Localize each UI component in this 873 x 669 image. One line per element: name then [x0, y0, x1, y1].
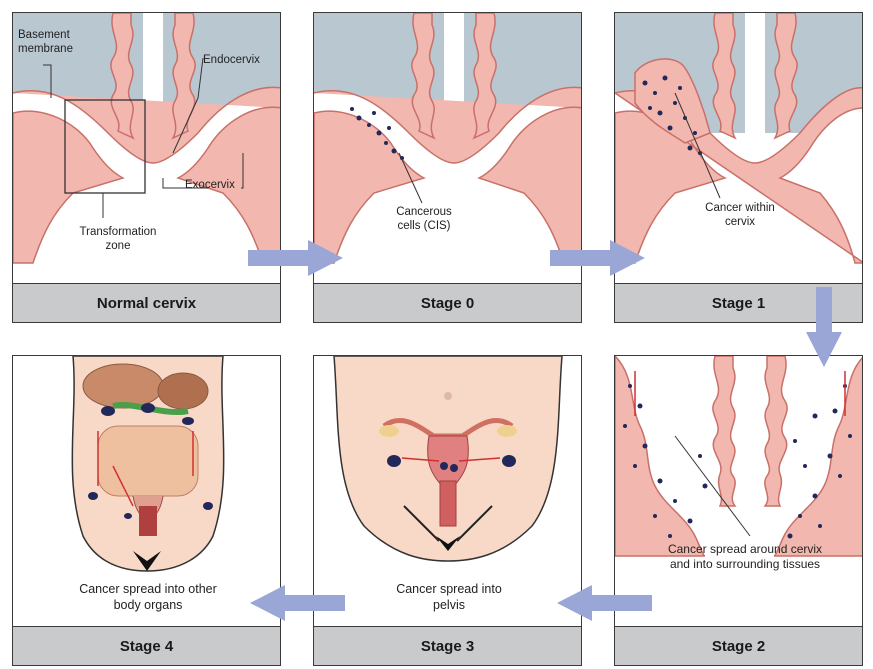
arrow-stage3-to-stage4: [250, 585, 345, 621]
arrow-stage0-to-stage1: [550, 240, 645, 276]
caption-stage-2: Stage 2: [615, 626, 862, 665]
transformation-zone-label: Transformation zone: [68, 225, 168, 253]
panel-stage-1: Cancer within cervix Stage 1: [614, 12, 863, 323]
endocervix-label: Endocervix: [203, 53, 260, 67]
stage-1-illustration: [615, 13, 863, 323]
stage-3-label: Cancer spread into pelvis: [384, 581, 514, 613]
stage-0-illustration: [314, 13, 582, 323]
stage-2-label: Cancer spread around cervix and into sur…: [665, 542, 825, 572]
panel-stage-3: Cancer spread into pelvis Stage 3: [313, 355, 582, 666]
arrow-normal-to-stage0: [248, 240, 343, 276]
caption-stage-3: Stage 3: [314, 626, 581, 665]
stage-2-illustration: [615, 356, 863, 666]
cancerous-cells-label: Cancerous cells (CIS): [384, 205, 464, 233]
stage-4-label: Cancer spread into other body organs: [68, 581, 228, 613]
cancer-within-cervix-label: Cancer within cervix: [700, 201, 780, 229]
basement-membrane-label: Basement membrane: [18, 28, 88, 56]
panel-normal-cervix: Basement membrane Endocervix Exocervix T…: [12, 12, 281, 323]
panel-stage-0: Cancerous cells (CIS) Stage 0: [313, 12, 582, 323]
caption-normal-cervix: Normal cervix: [13, 283, 280, 322]
arrow-stage1-to-stage2: [806, 287, 842, 367]
stage-4-illustration: [13, 356, 281, 666]
arrow-stage2-to-stage3: [557, 585, 652, 621]
stage-3-illustration: [314, 356, 582, 666]
caption-stage-0: Stage 0: [314, 283, 581, 322]
panel-stage-4: Cancer spread into other body organs Sta…: [12, 355, 281, 666]
caption-stage-4: Stage 4: [13, 626, 280, 665]
exocervix-label: Exocervix: [185, 178, 235, 192]
